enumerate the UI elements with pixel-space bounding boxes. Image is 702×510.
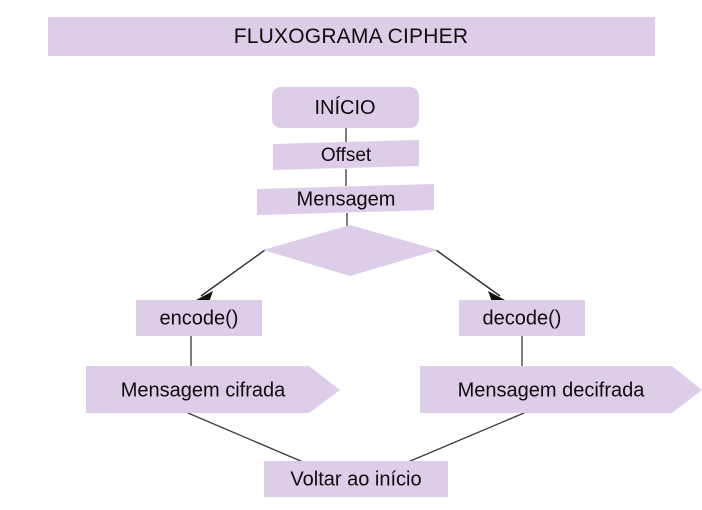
node-offset[interactable]: Offset — [273, 140, 419, 170]
node-mensagem-cifrada-shape[interactable] — [86, 366, 340, 413]
node-mensagem[interactable]: Mensagem — [257, 184, 434, 215]
title-banner: FLUXOGRAMA CIPHER — [48, 17, 655, 56]
edge-cifrada-voltar — [187, 412, 304, 463]
node-mensagem-shape[interactable] — [257, 184, 434, 215]
edge-decision-encode — [200, 249, 266, 297]
node-inicio-label: INÍCIO — [314, 96, 375, 119]
node-encode-label: encode() — [160, 307, 239, 329]
edge-decision-decode — [435, 249, 501, 297]
node-offset-label: Offset — [321, 145, 372, 166]
edge-decifrada-voltar — [407, 412, 525, 463]
node-encode-shape[interactable] — [136, 300, 262, 336]
node-mensagem-label: Mensagem — [297, 188, 396, 210]
node-voltar-ao-inicio-label: Voltar ao início — [290, 468, 421, 490]
node-inicio-shape[interactable] — [272, 87, 419, 128]
node-mensagem-decifrada[interactable]: Mensagem decifrada — [420, 366, 702, 413]
node-encode[interactable]: encode() — [136, 300, 262, 336]
title-text: FLUXOGRAMA CIPHER — [234, 25, 468, 48]
node-decision[interactable] — [263, 225, 438, 276]
node-decode-shape[interactable] — [459, 300, 585, 336]
node-decode[interactable]: decode() — [459, 300, 585, 336]
node-mensagem-cifrada[interactable]: Mensagem cifrada — [86, 366, 340, 413]
node-decode-label: decode() — [483, 307, 562, 329]
node-mensagem-decifrada-label: Mensagem decifrada — [458, 379, 646, 401]
node-mensagem-cifrada-label: Mensagem cifrada — [121, 379, 286, 401]
node-decision-shape[interactable] — [263, 225, 438, 276]
node-voltar-ao-inicio[interactable]: Voltar ao início — [264, 461, 448, 497]
title-banner-shape — [48, 17, 655, 56]
node-inicio[interactable]: INÍCIO — [272, 87, 419, 128]
node-mensagem-decifrada-shape[interactable] — [420, 366, 702, 413]
node-offset-shape[interactable] — [273, 140, 419, 170]
node-voltar-ao-inicio-shape[interactable] — [264, 461, 448, 497]
